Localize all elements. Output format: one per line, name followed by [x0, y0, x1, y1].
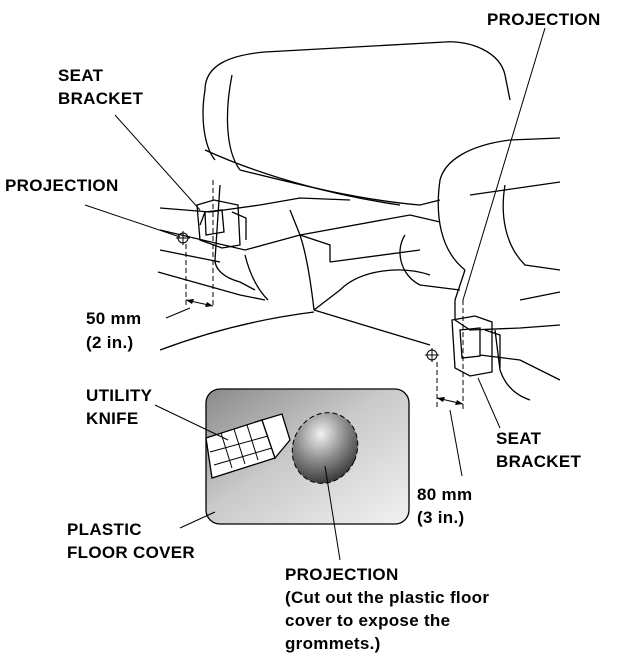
- projection-mark-left: [176, 231, 190, 245]
- grommet-cutout: [291, 412, 359, 484]
- label-seat-bracket-left-2: BRACKET: [58, 89, 144, 108]
- right-seat: [425, 137, 561, 410]
- label-plastic-floor-cover-1: PLASTIC: [67, 520, 142, 539]
- leader-lines: [84, 27, 546, 561]
- left-seat: [157, 41, 511, 351]
- label-plastic-floor-cover-2: FLOOR COVER: [67, 543, 195, 562]
- dimension-right: [436, 397, 464, 405]
- label-seat-bracket-left-1: SEAT: [58, 66, 104, 85]
- label-projection-bottom-2: (Cut out the plastic floor: [285, 588, 489, 607]
- label-projection-top: PROJECTION: [487, 10, 601, 29]
- label-utility-knife-1: UTILITY: [86, 386, 153, 405]
- dimension-left: [185, 299, 214, 307]
- label-dim-left-2: (2 in.): [86, 333, 133, 352]
- center-floor: [299, 214, 461, 346]
- label-projection-left: PROJECTION: [5, 176, 119, 195]
- utility-knife: [205, 413, 291, 479]
- seat-bracket-left: [196, 199, 247, 249]
- label-projection-bottom-3: cover to expose the: [285, 611, 450, 630]
- projection-mark-right: [425, 348, 439, 362]
- label-dim-right-1: 80 mm: [417, 485, 472, 504]
- label-dim-right-2: (3 in.): [417, 508, 464, 527]
- label-seat-bracket-right-1: SEAT: [496, 429, 542, 448]
- label-dim-left-1: 50 mm: [86, 309, 141, 328]
- floor-cover-inset: [205, 388, 410, 525]
- label-projection-bottom-1: PROJECTION: [285, 565, 399, 584]
- label-utility-knife-2: KNIFE: [86, 409, 139, 428]
- label-seat-bracket-right-2: BRACKET: [496, 452, 582, 471]
- seat-bracket-right: [451, 315, 501, 377]
- label-projection-bottom-4: grommets.): [285, 634, 381, 653]
